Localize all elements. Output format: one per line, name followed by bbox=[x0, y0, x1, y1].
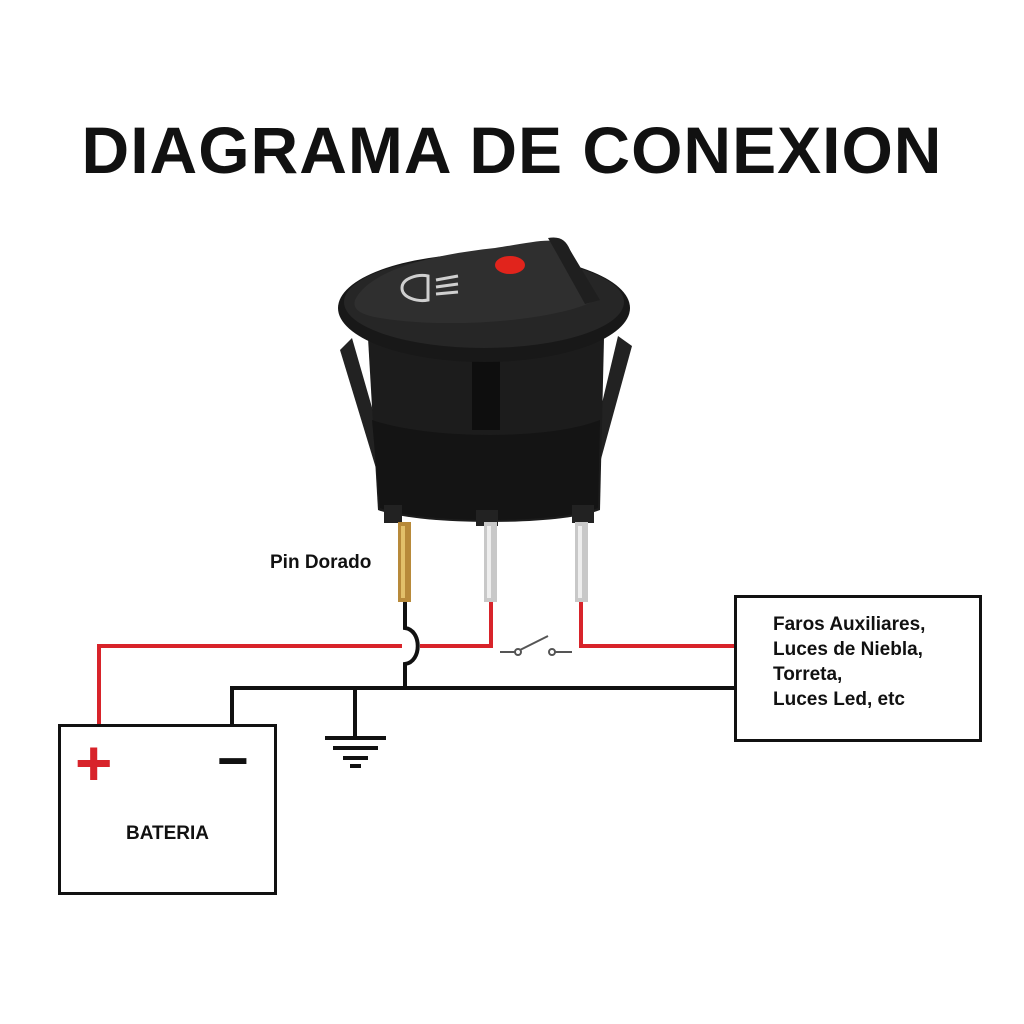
positive-wire bbox=[97, 644, 402, 724]
gold-pin-wire bbox=[403, 602, 420, 688]
pin-dorado-label: Pin Dorado bbox=[270, 552, 372, 573]
load-box: Faros Auxiliares, Luces de Niebla, Torre… bbox=[734, 595, 982, 742]
positive-wire-to-center-pin bbox=[420, 602, 493, 648]
rocker-switch-icon bbox=[338, 237, 632, 602]
switch-open-symbol-icon bbox=[500, 635, 572, 656]
output-wire bbox=[579, 602, 734, 648]
red-led-indicator-icon bbox=[495, 256, 525, 274]
ground-symbol-icon bbox=[325, 736, 386, 768]
load-line-2: Luces de Niebla, bbox=[773, 639, 923, 660]
battery-label: BATERIA bbox=[125, 823, 210, 844]
load-line-1: Faros Auxiliares, bbox=[773, 614, 926, 635]
ground-wire bbox=[230, 686, 734, 724]
battery-box: + − BATERIA bbox=[58, 724, 277, 895]
load-line-4: Luces Led, etc bbox=[773, 689, 905, 710]
load-line-3: Torreta, bbox=[773, 664, 843, 685]
battery-positive-symbol: + bbox=[75, 727, 113, 799]
fog-light-icon bbox=[400, 274, 459, 302]
battery-negative-symbol: − bbox=[217, 731, 249, 791]
load-description: Faros Auxiliares, Luces de Niebla, Torre… bbox=[773, 612, 925, 712]
diagram-title: DIAGRAMA DE CONEXION bbox=[81, 113, 943, 187]
